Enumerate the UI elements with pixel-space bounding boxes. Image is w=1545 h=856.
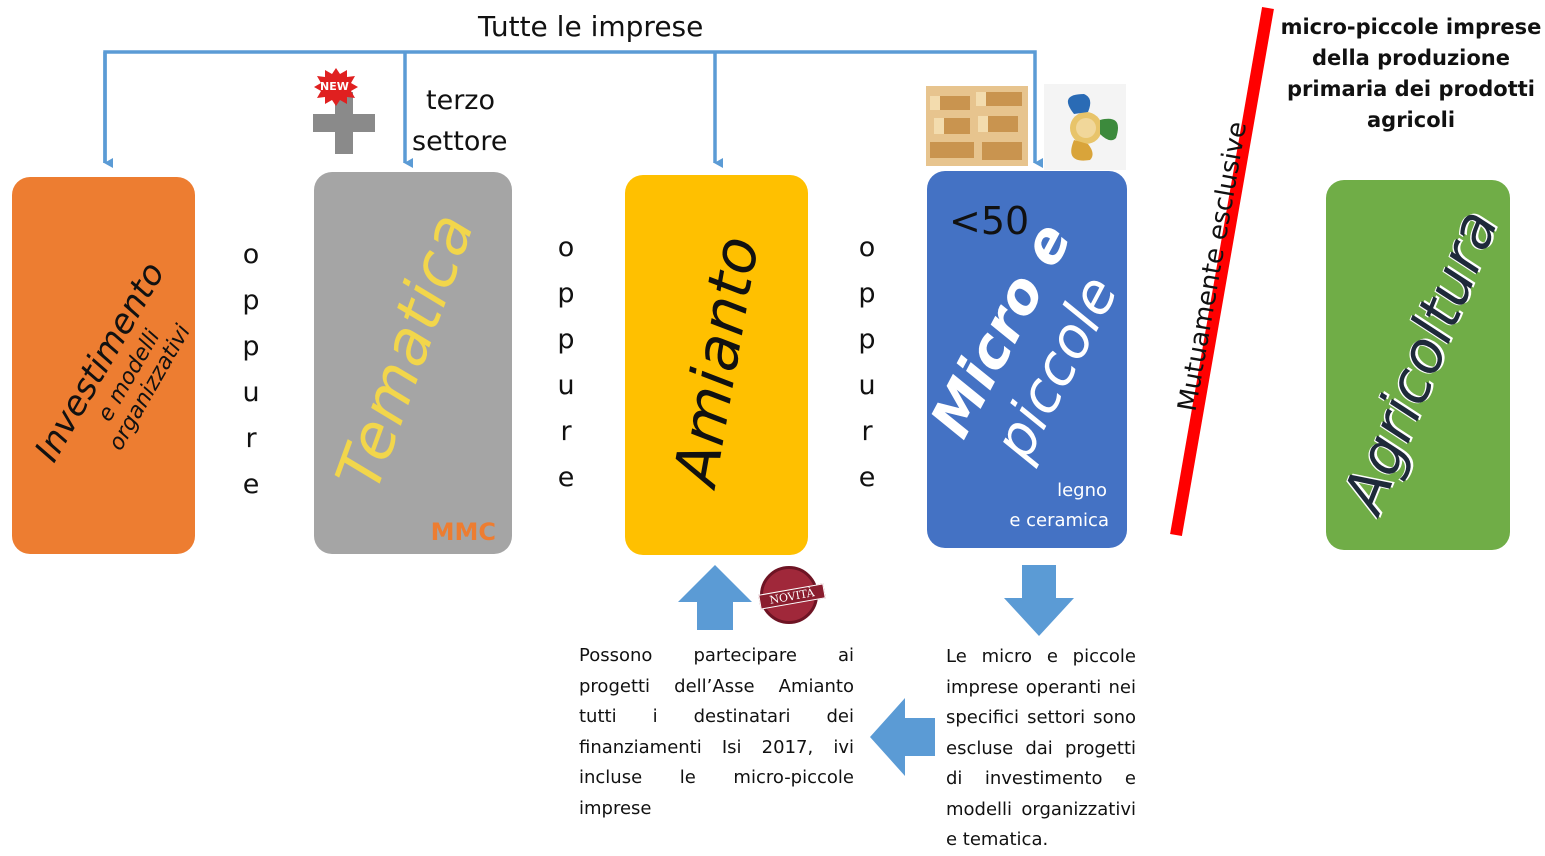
- new-badge-text: NEW: [320, 80, 349, 93]
- agri-heading: micro-piccole imprese della produzione p…: [1280, 15, 1542, 132]
- micro-note: Le micro e piccole imprese operanti nei …: [946, 646, 1136, 850]
- agricoltura-box: Agricoltura: [1326, 180, 1510, 550]
- novita-badge: NOVITÀ: [758, 566, 826, 624]
- top-bracket-line: [103, 50, 1043, 168]
- micro-count-label: <50: [949, 199, 1030, 243]
- wood-planks-image: [926, 86, 1028, 166]
- novita-label: NOVITÀ: [758, 583, 826, 610]
- micro-title: Micro e piccole: [927, 212, 1127, 470]
- new-plus-icon: [313, 68, 375, 154]
- terzo-settore-label: terzo settore: [412, 85, 508, 157]
- amianto-title: Amianto: [660, 231, 773, 491]
- investimento-box: Investimento e modelli organizzativi: [12, 177, 195, 554]
- divider-line: [1170, 6, 1274, 537]
- amianto-note: Possono partecipare ai progetti dell’Ass…: [579, 645, 854, 819]
- amianto-box: Amianto: [625, 175, 808, 555]
- tematica-box: Tematica MMC: [314, 172, 512, 554]
- ceramic-trinacria-image: [1044, 84, 1126, 170]
- diagram-title: Tutte le imprese: [478, 10, 704, 43]
- left-block-arrow: [870, 698, 935, 776]
- tematica-title: Tematica: [321, 203, 489, 499]
- down-block-arrow: [1004, 565, 1074, 636]
- micro-piccole-box: <50 Micro e piccole legno e ceramica: [927, 171, 1127, 548]
- mmc-label: MMC: [430, 518, 496, 546]
- agricoltura-title: Agricoltura: [1328, 200, 1510, 522]
- up-block-arrow: [678, 565, 752, 630]
- micro-sector-label: legno e ceramica: [1009, 480, 1109, 531]
